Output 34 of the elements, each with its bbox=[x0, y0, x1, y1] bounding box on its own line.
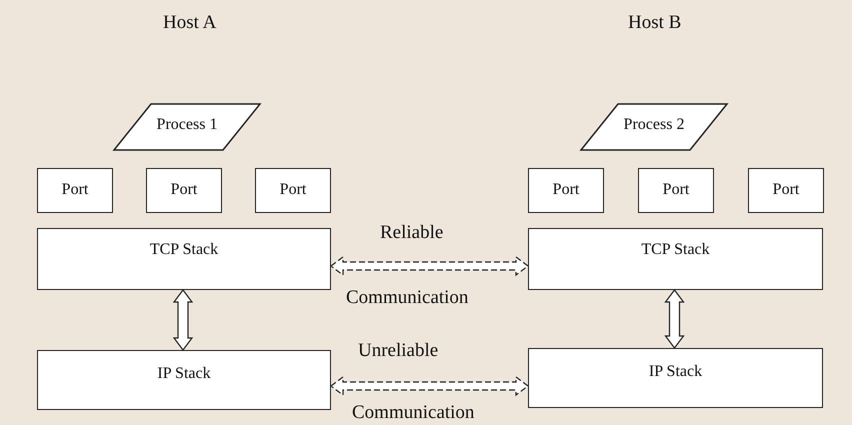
port-box bbox=[255, 168, 331, 213]
process-parallelogram bbox=[113, 103, 261, 151]
stack-box bbox=[37, 228, 331, 290]
node-label: Port bbox=[772, 181, 800, 199]
annotation-text: Unreliable bbox=[358, 340, 438, 362]
stack-box bbox=[528, 228, 823, 290]
host-heading: Host A bbox=[163, 12, 216, 34]
annotation-text: Communication bbox=[346, 287, 468, 309]
double-arrow bbox=[664, 289, 685, 349]
stack-box bbox=[528, 348, 823, 408]
double-arrow bbox=[330, 256, 529, 276]
annotation-text: Communication bbox=[352, 402, 474, 424]
port-box bbox=[748, 168, 824, 213]
double-arrow bbox=[172, 289, 194, 351]
stack-box bbox=[37, 350, 331, 410]
node-label: TCP Stack bbox=[150, 241, 218, 259]
node-label: Port bbox=[662, 181, 690, 199]
node-label: Port bbox=[552, 181, 580, 199]
node-label: TCP Stack bbox=[641, 241, 710, 259]
port-box bbox=[37, 168, 113, 213]
annotation-text: Reliable bbox=[380, 222, 444, 244]
node-label: Port bbox=[280, 181, 306, 199]
host-heading: Host B bbox=[628, 12, 682, 34]
node-label: Process 2 bbox=[624, 116, 684, 134]
node-label: IP Stack bbox=[157, 365, 211, 383]
node-label: Port bbox=[170, 181, 198, 199]
node-label: Port bbox=[62, 181, 88, 199]
port-box bbox=[146, 168, 222, 213]
node-label: Process 1 bbox=[156, 116, 218, 134]
port-box bbox=[528, 168, 604, 213]
node-label: IP Stack bbox=[648, 363, 702, 381]
double-arrow bbox=[330, 376, 529, 396]
process-parallelogram bbox=[580, 103, 728, 151]
port-box bbox=[638, 168, 714, 213]
